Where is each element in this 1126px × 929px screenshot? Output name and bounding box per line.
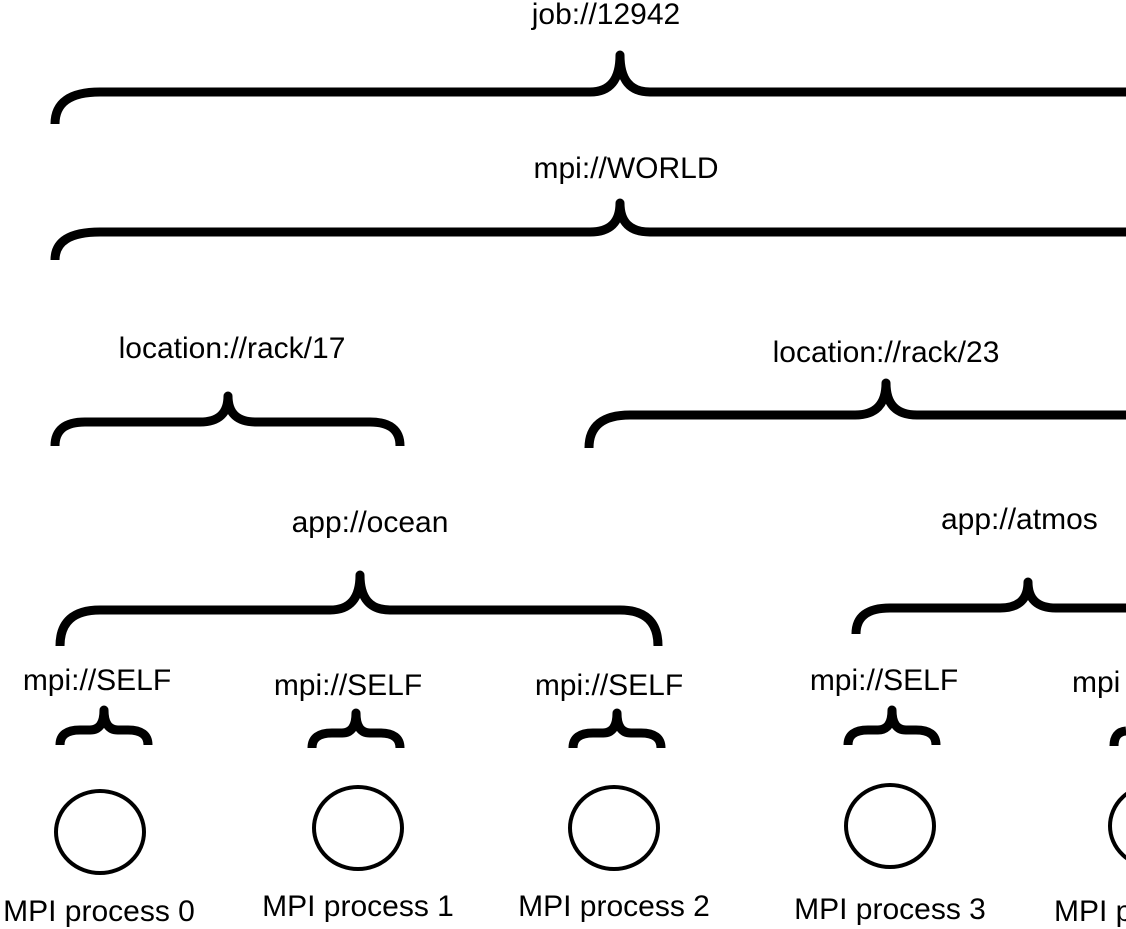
process-circle-4 — [1108, 791, 1126, 861]
rack17-brace — [50, 391, 405, 447]
atmos-label: app://atmos — [941, 503, 1098, 536]
atmos-brace — [851, 577, 1126, 635]
process-circle-3 — [844, 783, 936, 869]
process-label-2: MPI process 2 — [518, 890, 710, 923]
process-circle-1 — [312, 785, 404, 871]
rack17-label: location://rack/17 — [119, 332, 346, 365]
ocean-label: app://ocean — [292, 506, 449, 539]
process-circle-2 — [568, 785, 660, 871]
job-brace — [50, 50, 1126, 125]
self-label-4: mpi — [1072, 666, 1120, 699]
process-label-0: MPI process 0 — [3, 895, 195, 928]
process-circle-0 — [54, 789, 146, 875]
self-brace-4 — [1109, 726, 1126, 747]
process-label-1: MPI process 1 — [262, 890, 454, 923]
ocean-brace — [55, 570, 663, 647]
job-label: job://12942 — [531, 0, 680, 31]
self-brace-2 — [568, 708, 666, 749]
process-label-4: MPI p — [1054, 895, 1126, 928]
process-label-3: MPI process 3 — [794, 893, 986, 926]
self-brace-3 — [843, 705, 941, 746]
self-label-0: mpi://SELF — [23, 664, 171, 697]
rack23-label: location://rack/23 — [773, 336, 1000, 369]
world-label: mpi://WORLD — [533, 152, 718, 185]
self-label-2: mpi://SELF — [535, 669, 683, 702]
self-brace-0 — [55, 705, 153, 746]
self-label-3: mpi://SELF — [810, 664, 958, 697]
world-brace — [50, 198, 1126, 261]
self-brace-1 — [307, 708, 405, 749]
rack23-brace — [584, 378, 1126, 449]
self-label-1: mpi://SELF — [274, 669, 422, 702]
